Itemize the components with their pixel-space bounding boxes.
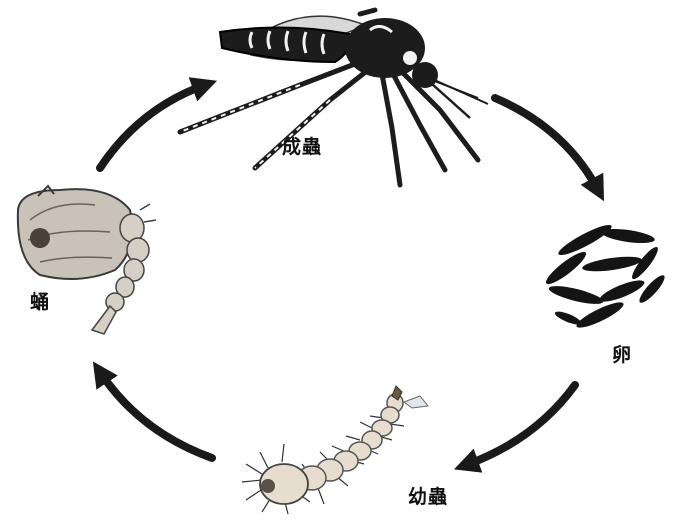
arrow-adult-to-egg bbox=[495, 98, 598, 190]
arrow-egg-to-larva bbox=[466, 385, 575, 465]
label-egg: 卵 bbox=[612, 340, 632, 367]
label-larva: 幼蟲 bbox=[408, 482, 448, 509]
eggs-icon bbox=[543, 221, 668, 332]
label-adult: 成蟲 bbox=[282, 132, 322, 159]
arrow-larva-to-pupa bbox=[100, 372, 212, 458]
cycle-arrows bbox=[100, 85, 598, 465]
label-pupa: 蛹 bbox=[30, 287, 50, 314]
mosquito-icon bbox=[180, 10, 488, 185]
larva-icon bbox=[242, 386, 428, 514]
